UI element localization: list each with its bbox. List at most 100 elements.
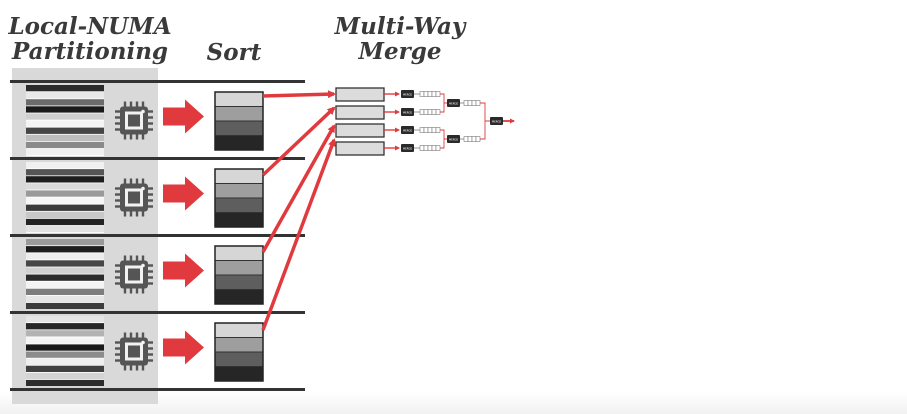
sorted-run-segment: [214, 120, 264, 136]
data-tuple-stripe: [26, 141, 104, 149]
merge-input-buffer-4: [335, 141, 385, 156]
data-tuple-stripe: [26, 218, 104, 226]
data-tuple-stripe: [26, 379, 104, 387]
right-arrow-icon: [163, 253, 204, 288]
sorted-run-segment: [214, 135, 264, 151]
sorted-run-segment: [214, 245, 264, 261]
merge-queue: [463, 100, 481, 106]
tree-edge: [480, 102, 490, 140]
data-tuple-stripe: [26, 148, 104, 156]
data-tuple-stripe: [26, 99, 104, 106]
merge-queue: [419, 145, 441, 151]
data-tuple-stripe: [26, 85, 104, 92]
data-tuple-stripe: [26, 267, 104, 274]
sorted-run-segment: [214, 322, 264, 338]
merge-heading: Multi-Way Merge: [320, 14, 480, 64]
sort-heading: Sort: [206, 39, 262, 66]
data-tuple-stripe: [26, 337, 104, 344]
merge-input-buffer-2: [335, 105, 385, 120]
data-tuple-stripe: [26, 295, 104, 303]
connector-arrow-3: [261, 124, 336, 253]
cpu-chip-icon: [115, 255, 153, 294]
merge-queue: [419, 91, 441, 97]
data-tuple-stripe: [26, 113, 104, 120]
merge-node-label: MERGE: [449, 102, 459, 106]
merge-input-buffer-1: [335, 87, 385, 102]
sorted-run-segment: [214, 183, 264, 199]
merge-heading-line-1: Multi-Way: [334, 13, 466, 40]
partition-divider-1: [10, 80, 305, 83]
data-tuple-stripe: [26, 246, 104, 253]
data-tuple-stripe: [26, 239, 104, 246]
sorted-run: [214, 322, 264, 382]
right-arrow-icon: [163, 176, 204, 211]
partition-divider-4: [10, 311, 305, 314]
data-tuple-stripe: [26, 372, 104, 380]
data-tuple-stripe: [26, 281, 104, 288]
sorted-run-segment: [214, 197, 264, 213]
merge-node: [401, 126, 414, 134]
sorted-run-segment: [214, 337, 264, 353]
partition-2: [26, 162, 264, 233]
data-tuple-stripe: [26, 176, 104, 183]
data-tuple-stripe: [26, 162, 104, 169]
sorted-run-segment: [214, 366, 264, 382]
data-tuple-stripe: [26, 351, 104, 358]
merge-node-label: MERGE: [492, 120, 502, 124]
data-tuple-stripe: [26, 260, 104, 267]
sorted-run-segment: [214, 260, 264, 276]
data-tuple-stripe: [26, 197, 104, 204]
connector-arrow-1: [262, 90, 336, 99]
merge-node-label: MERGE: [403, 147, 413, 151]
data-tuple-stripe: [26, 204, 104, 211]
cpu-chip-icon: [115, 332, 153, 371]
merge-node: [447, 99, 460, 107]
partition-divider-5: [10, 388, 305, 391]
merge-queue: [419, 127, 441, 133]
sorted-run: [214, 91, 264, 151]
tree-edge: [440, 129, 447, 149]
merge-node: [401, 108, 414, 116]
partition-divider-2: [10, 157, 305, 160]
sorted-run-segment: [214, 212, 264, 228]
connector-arrow-4: [261, 138, 336, 331]
right-arrow-icon: [163, 99, 204, 134]
data-tuple-stripe: [26, 316, 104, 323]
partition-divider-3: [10, 234, 305, 237]
data-tuple-stripe: [26, 288, 104, 295]
merge-node-label: MERGE: [449, 138, 459, 142]
merge-input-buffer-3: [335, 123, 385, 138]
sorted-run: [214, 168, 264, 228]
sorted-run-segment: [214, 168, 264, 184]
merge-queue: [463, 136, 481, 142]
data-tuple-stripe: [26, 127, 104, 134]
data-tuple-stripe: [26, 183, 104, 190]
partitioning-heading: Local-NUMA Partitioning: [6, 14, 174, 64]
data-tuple-stripe: [26, 120, 104, 127]
cpu-chip-icon: [115, 178, 153, 217]
partition-3: [26, 239, 264, 310]
data-tuple-stripe: [26, 274, 104, 281]
cpu-chip-icon: [115, 101, 153, 140]
partition-1: [26, 85, 264, 156]
data-tuple-stripe: [26, 92, 104, 99]
merge-node: [447, 135, 460, 143]
merge-heading-line-2: Merge: [358, 38, 442, 65]
merge-node-root: [490, 117, 503, 125]
sorted-run-segment: [214, 274, 264, 290]
sorted-run-segment: [214, 289, 264, 305]
tree-edge: [440, 93, 447, 113]
merge-node-label: MERGE: [403, 129, 413, 133]
partitioning-heading-line-1: Local-NUMA: [8, 13, 172, 40]
sorted-run-segment: [214, 351, 264, 367]
data-tuple-stripe: [26, 190, 104, 197]
merge-node: [401, 90, 414, 98]
data-tuple-stripe: [26, 365, 104, 372]
right-arrow-icon: [163, 330, 204, 365]
sorted-run-segment: [214, 91, 264, 107]
merge-node-label: MERGE: [403, 93, 413, 97]
data-tuple-stripe: [26, 106, 104, 113]
